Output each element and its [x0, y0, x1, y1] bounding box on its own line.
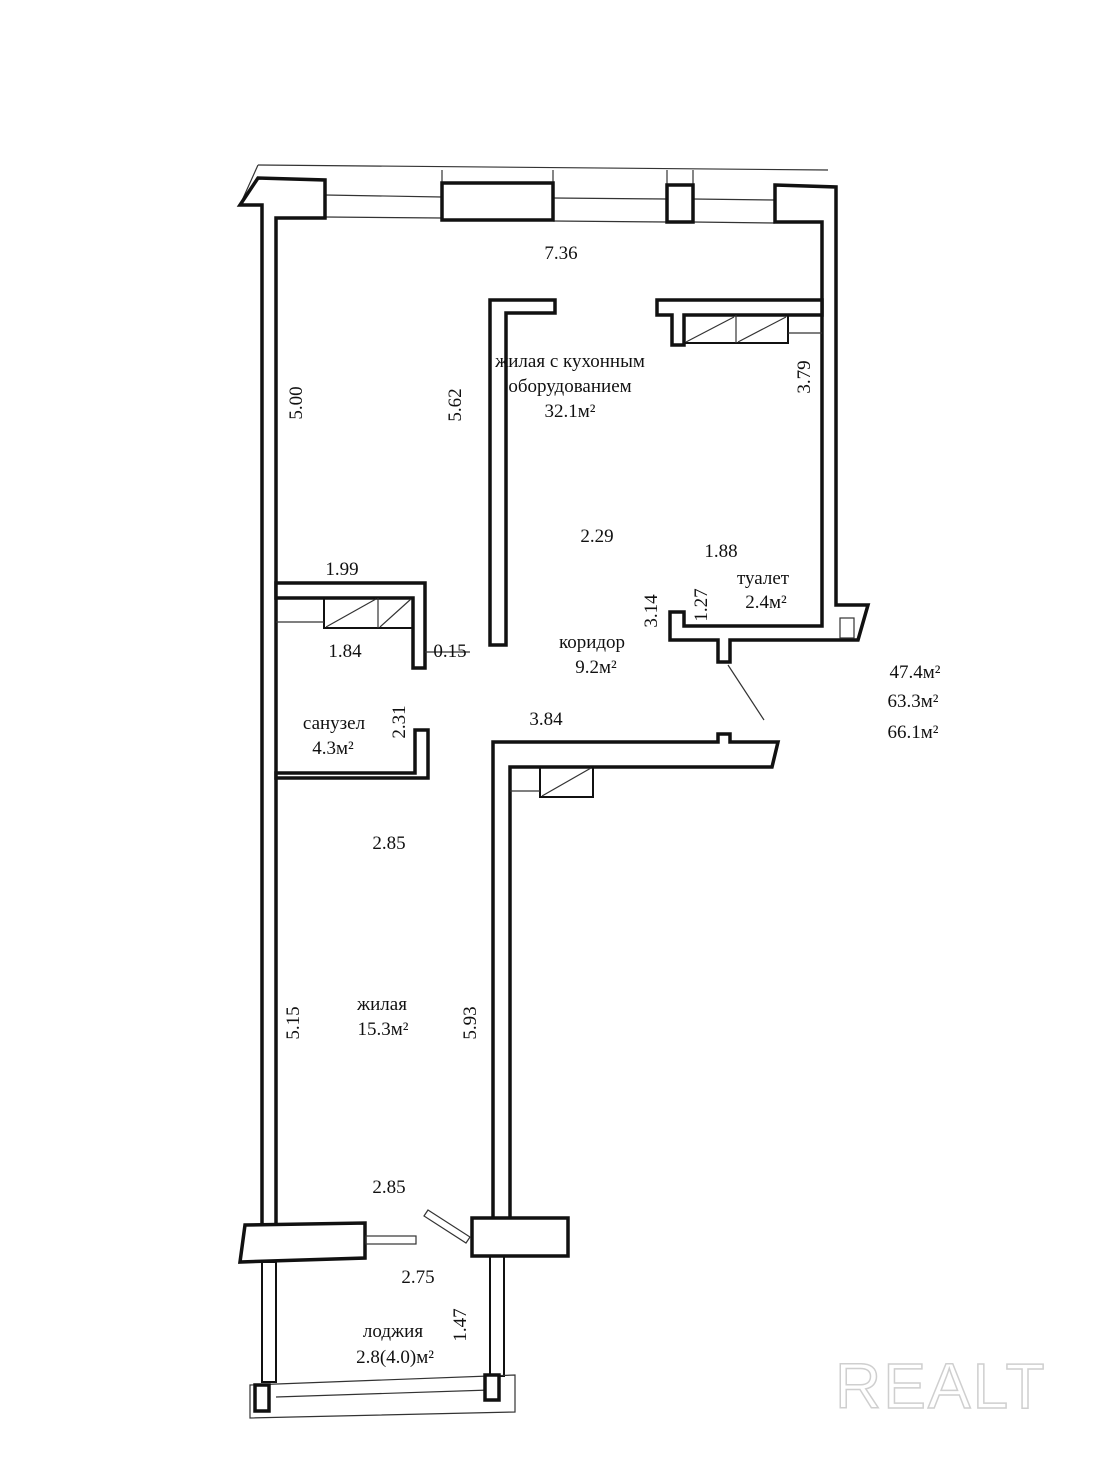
watermark-logo: REALT: [835, 1350, 1047, 1422]
dim-bathroom-width: 2.85: [372, 833, 405, 854]
dim-corridor-height: 3.14: [641, 594, 662, 628]
dim-toilet-width: 1.27: [691, 588, 712, 621]
room-name: оборудованием: [508, 376, 631, 397]
room-area: 4.3м²: [312, 738, 354, 759]
wardrobe-left: [276, 597, 414, 629]
dim-living-left: 5.15: [283, 1006, 304, 1039]
dim-living-bottom: 2.85: [372, 1177, 405, 1198]
dim-loggia-width: 2.75: [401, 1267, 434, 1288]
room-loggia: лоджия 2.8(4.0)м²: [356, 1321, 434, 1368]
dimensions: 7.36 5.00 5.62 3.79 2.29 1.88 1.99 1.84 …: [283, 243, 815, 1342]
room-name: туалет: [737, 568, 790, 589]
room-living-kitchen: жилая с кухонным оборудованием 32.1м²: [494, 351, 645, 422]
dim-top-width: 7.36: [544, 243, 577, 264]
dim-wall-thickness: 0.15: [433, 641, 466, 662]
room-name: жилая с кухонным: [494, 351, 645, 372]
dim-closet-bottom: 1.84: [328, 641, 362, 662]
room-name: санузел: [303, 713, 366, 734]
room-area: 9.2м²: [575, 657, 617, 678]
dim-left-height: 5.00: [286, 386, 307, 419]
dim-closet-top: 1.99: [325, 559, 358, 580]
room-bathroom: санузел 4.3м²: [303, 713, 366, 759]
dim-bathroom-height: 2.31: [389, 705, 410, 738]
room-area: 2.8(4.0)м²: [356, 1347, 434, 1368]
wardrobe-right: [683, 314, 822, 344]
dim-corridor-bottom: 3.84: [529, 709, 563, 730]
total-living-area: 47.4м²: [890, 662, 941, 683]
room-name: лоджия: [363, 1321, 423, 1342]
total-area: 63.3м²: [888, 691, 939, 712]
dim-right-height: 3.79: [794, 360, 815, 393]
dim-corridor-width: 2.29: [580, 526, 613, 547]
room-area: 32.1м²: [545, 401, 596, 422]
room-area: 2.4м²: [745, 592, 787, 613]
room-living: жилая 15.3м²: [356, 994, 409, 1040]
dim-inner-height: 5.62: [445, 388, 466, 421]
total-area-with-loggia: 66.1м²: [888, 722, 939, 743]
room-name: коридор: [559, 632, 625, 653]
dim-wardrobe-right: 1.88: [704, 541, 737, 562]
room-name: жилая: [356, 994, 407, 1015]
dim-living-right: 5.93: [460, 1006, 481, 1039]
room-area: 15.3м²: [358, 1019, 409, 1040]
walls: [236, 164, 871, 1419]
dim-loggia-depth: 1.47: [450, 1308, 471, 1341]
wardrobe-lower: [510, 766, 594, 798]
room-corridor: коридор 9.2м²: [559, 632, 625, 678]
room-toilet: туалет 2.4м²: [737, 568, 790, 613]
area-totals: 47.4м² 63.3м² 66.1м²: [888, 662, 941, 743]
